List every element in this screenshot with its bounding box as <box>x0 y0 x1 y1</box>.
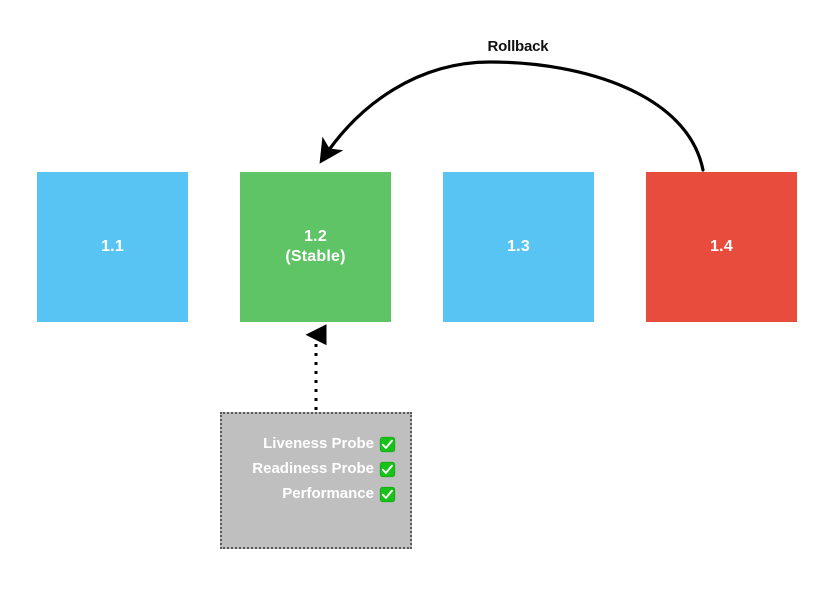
version-node-label: 1.1 <box>101 238 124 255</box>
version-node-1-4[interactable]: 1.4 <box>646 172 797 322</box>
probe-checks-panel[interactable]: Liveness Probe Readiness Probe Perfo <box>220 412 412 549</box>
version-node-label: 1.2 (Stable) <box>285 228 346 265</box>
version-node-label: 1.4 <box>710 238 733 255</box>
version-node-label: 1.3 <box>507 238 530 255</box>
version-node-1-1[interactable]: 1.1 <box>37 172 188 322</box>
probe-row-liveness: Liveness Probe <box>263 431 396 456</box>
rollback-edge-label: Rollback <box>487 38 549 55</box>
probe-row-readiness: Readiness Probe <box>252 456 396 481</box>
version-node-1-2-stable[interactable]: 1.2 (Stable) <box>240 172 391 322</box>
probe-row-label: Readiness Probe <box>252 460 374 477</box>
rollback-connector <box>319 60 705 172</box>
check-mark-button-icon <box>379 436 396 453</box>
probe-row-label: Performance <box>282 485 374 502</box>
version-node-1-3[interactable]: 1.3 <box>443 172 594 322</box>
check-mark-button-icon <box>379 486 396 503</box>
probe-row-performance: Performance <box>282 481 396 506</box>
probe-row-label: Liveness Probe <box>263 435 374 452</box>
check-mark-button-icon <box>379 461 396 478</box>
